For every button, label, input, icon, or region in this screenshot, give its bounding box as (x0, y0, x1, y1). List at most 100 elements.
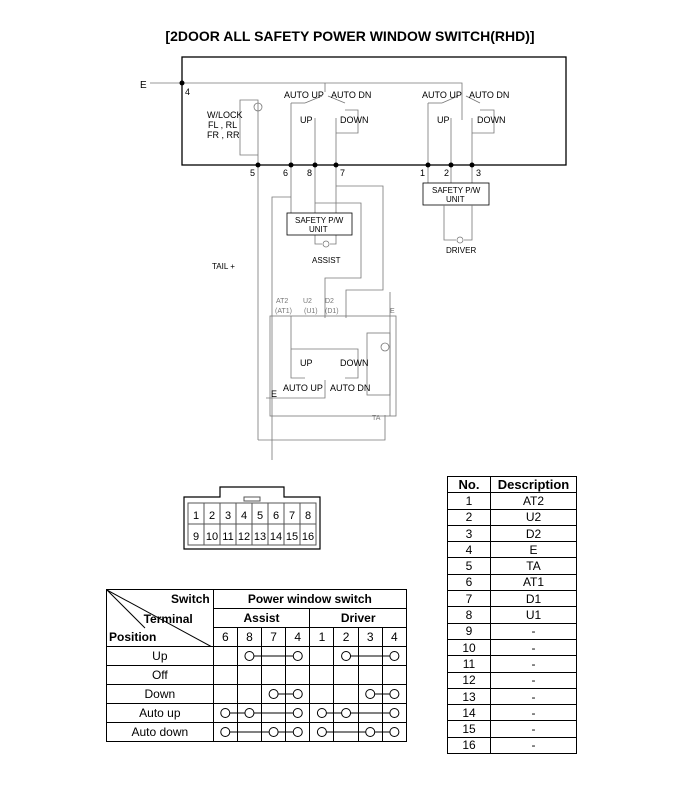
cell (357, 684, 383, 704)
cell (357, 646, 383, 666)
ground-label: E (140, 80, 147, 91)
connector-pin-2: 2 (209, 510, 215, 522)
cell (309, 722, 335, 742)
sub-terminal-at1: (AT1) (275, 308, 292, 315)
number-cell: 16 (447, 736, 491, 755)
driver-auto-up-label: AUTO UP (422, 90, 462, 100)
sub-terminal-u1: (U1) (304, 308, 318, 315)
description-cell: U2 (490, 508, 577, 526)
description-cell: - (490, 671, 577, 689)
description-cell: U1 (490, 606, 577, 624)
number-cell: 14 (447, 704, 491, 722)
cell (236, 703, 263, 723)
driver-down-label: DOWN (477, 115, 506, 125)
cell (381, 703, 408, 723)
description-cell: - (490, 720, 577, 738)
driver-motor-label: DRIVER (446, 246, 476, 255)
driver-unit-label-1: SAFETY P/W (432, 186, 481, 195)
sub-terminal-at2: AT2 (276, 298, 288, 305)
cell (236, 665, 263, 685)
cell (333, 684, 359, 704)
connector-pin-13: 13 (254, 531, 266, 543)
driver-auto-dn-label: AUTO DN (469, 90, 509, 100)
driver-up-label: UP (437, 115, 450, 125)
table-row: Off (106, 665, 408, 685)
cell (333, 703, 359, 723)
cell (381, 684, 408, 704)
position-label: Auto down (106, 722, 214, 742)
cell (212, 722, 238, 742)
table-row: Auto down (106, 722, 408, 742)
position-label: Auto up (106, 703, 214, 723)
table-row: Down (106, 684, 408, 704)
number-cell: 13 (447, 687, 491, 706)
cell (333, 722, 359, 742)
position-label: Down (106, 684, 214, 704)
wlock-fl-rl: FL , RL (208, 120, 237, 130)
sub-terminal-u2: U2 (303, 298, 312, 305)
number-cell: 10 (447, 638, 491, 657)
cell (212, 703, 238, 723)
number-cell: 5 (447, 557, 491, 575)
ta-label: TA (372, 415, 381, 422)
cell (236, 684, 263, 704)
terminal-3-label: 3 (476, 168, 481, 178)
description-cell: D1 (490, 590, 577, 608)
sub-down-label: DOWN (340, 358, 369, 368)
description-cell: - (490, 655, 577, 673)
cell (261, 646, 287, 666)
terminal-col-3: 3 (357, 627, 383, 647)
cell (309, 703, 335, 723)
sub-up-label: UP (300, 358, 313, 368)
cell (381, 665, 408, 685)
switch-continuity-table: Switch Terminal Position Power window sw… (106, 589, 408, 742)
table-row: 11- (447, 655, 577, 673)
driver-header: Driver (309, 608, 407, 628)
number-cell: 4 (447, 541, 491, 559)
number-cell: 6 (447, 573, 491, 592)
sub-auto-dn-label: AUTO DN (330, 383, 370, 393)
number-cell: 1 (447, 492, 491, 510)
connector-pin-15: 15 (286, 531, 298, 543)
cell (261, 665, 287, 685)
assist-unit-label-2: UNIT (309, 225, 328, 234)
connector-pin-11: 11 (222, 531, 233, 543)
wiring-schematic: E 4 W/LOCK FL , RL FR , RR AUTO UP AUTO … (140, 56, 567, 460)
connector-pin-6: 6 (273, 510, 279, 522)
description-cell: AT2 (490, 492, 577, 510)
cell (212, 684, 238, 704)
description-cell: D2 (490, 524, 577, 543)
number-cell: 12 (447, 671, 491, 689)
description-cell: E (490, 541, 577, 559)
cell (285, 722, 311, 742)
connector-pin-12: 12 (238, 531, 250, 543)
cell (333, 665, 359, 685)
no-header: No. (447, 475, 491, 494)
cell (333, 646, 359, 666)
description-cell: TA (490, 557, 577, 575)
connector-pin-7: 7 (289, 510, 295, 522)
table-row: 12- (447, 671, 577, 689)
cell (261, 684, 287, 704)
table-row: 13- (447, 687, 577, 706)
terminal-col-6: 6 (212, 627, 238, 647)
sub-auto-up-label: AUTO UP (283, 383, 323, 393)
terminal-col-4: 4 (285, 627, 311, 647)
terminal-6-label: 6 (283, 168, 288, 178)
table-row: Up (106, 646, 408, 666)
assist-auto-up-label: AUTO UP (284, 90, 324, 100)
cell (285, 703, 311, 723)
assist-down-label: DOWN (340, 115, 369, 125)
switch-housing (181, 56, 567, 166)
description-header: Description (490, 475, 577, 494)
assist-auto-dn-label: AUTO DN (331, 90, 371, 100)
assist-unit-label-1: SAFETY P/W (295, 216, 344, 225)
sub-terminal-d2: D2 (325, 298, 334, 305)
assist-motor-label: ASSIST (312, 256, 341, 265)
